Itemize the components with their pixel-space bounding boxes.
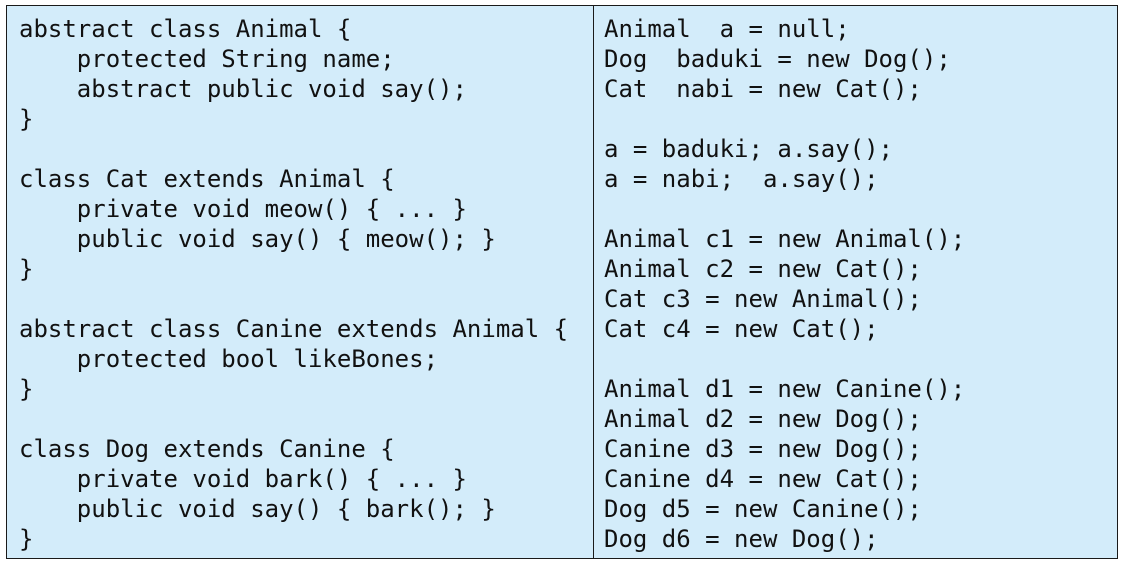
code-line: protected String name; [19,45,395,73]
code-line: } [19,375,34,403]
code-line: a = baduki; a.say(); [604,135,893,163]
code-line [604,104,1117,134]
code-line [19,404,593,434]
code-line: private void bark() { ... } [19,465,467,493]
object-assignments-panel: Animal a = null; Dog baduki = new Dog();… [594,6,1117,558]
code-line: Canine d3 = new Dog(); [604,435,922,463]
code-line: abstract class Animal { [19,15,352,43]
code-line: class Cat extends Animal { [19,165,395,193]
code-line: a = nabi; a.say(); [604,165,879,193]
code-line: } [19,525,34,553]
code-line: Animal c2 = new Cat(); [604,255,922,283]
code-line: public void say() { meow(); } [19,225,496,253]
code-line: Animal d2 = new Dog(); [604,405,922,433]
code-line: Cat c4 = new Cat(); [604,315,879,343]
class-definitions-panel: abstract class Animal { protected String… [7,6,594,558]
code-line: abstract class Canine extends Animal { [19,315,569,343]
code-line [19,134,593,164]
code-line [604,344,1117,374]
code-line: abstract public void say(); [19,75,467,103]
code-line: Canine d4 = new Cat(); [604,465,922,493]
code-line: } [19,255,34,283]
code-line: Cat c3 = new Animal(); [604,285,922,313]
code-line: public void say() { bark(); } [19,495,496,523]
code-line: class Dog extends Canine { [19,435,395,463]
code-line: private void meow() { ... } [19,195,467,223]
code-line: protected bool likeBones; [19,345,439,373]
code-line: Dog d6 = new Dog(); [604,525,879,553]
code-line: Animal d1 = new Canine(); [604,375,966,403]
code-line: Dog baduki = new Dog(); [604,45,951,73]
code-line: Dog d5 = new Canine(); [604,495,922,523]
code-line [604,194,1117,224]
code-line: } [19,105,34,133]
code-comparison-table: abstract class Animal { protected String… [6,5,1118,559]
code-line: Cat nabi = new Cat(); [604,75,922,103]
code-line [19,284,593,314]
code-line: Animal c1 = new Animal(); [604,225,966,253]
code-line: Animal a = null; [604,15,850,43]
